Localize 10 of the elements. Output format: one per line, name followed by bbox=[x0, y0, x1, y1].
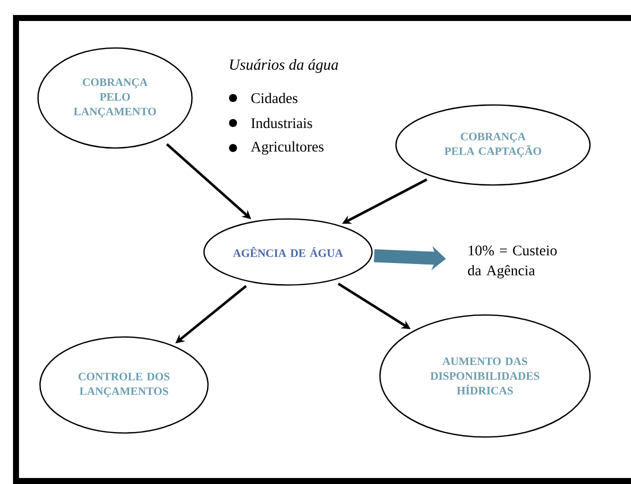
ellipse-node: AUMENTO DAS DISPONIBILIDADES HÍDRICAS bbox=[379, 314, 591, 438]
list-item: Industriais bbox=[251, 118, 312, 128]
node-text: 10% = Custeio da Agência bbox=[468, 246, 557, 278]
ellipse-node: CONTROLE DOS LANÇAMENTOS bbox=[39, 336, 209, 434]
heading-text: Usuários da água bbox=[230, 59, 338, 73]
list-item: Cidades bbox=[251, 92, 298, 104]
ellipse-node: COBRANÇA PELO LANÇAMENTO bbox=[37, 47, 193, 149]
ellipse-node: COBRANÇA PELA CAPTAÇÃO bbox=[395, 104, 591, 186]
ellipse-node: AGÊNCIA DE ÁGUA bbox=[203, 218, 373, 286]
list-item: Agricultores bbox=[250, 141, 324, 155]
